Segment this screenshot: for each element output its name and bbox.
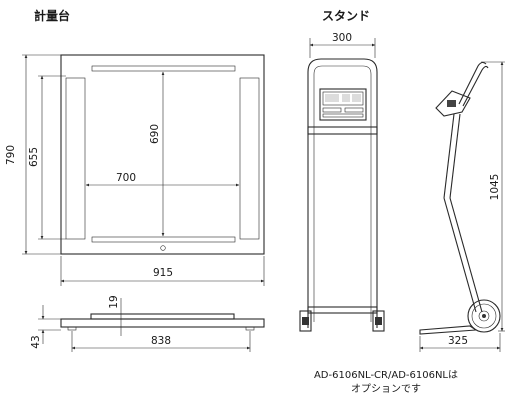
dim-300: 300 <box>309 32 376 58</box>
dim-700: 700 <box>85 172 240 187</box>
option-note-line2: オプションです <box>351 383 421 395</box>
dim-838-label: 838 <box>151 335 171 347</box>
dim-700-label: 700 <box>116 172 136 184</box>
dim-1045-label: 1045 <box>489 174 501 201</box>
dim-43: 43 <box>30 305 61 349</box>
platform-heading: 計量台 <box>34 8 70 23</box>
dim-915-label: 915 <box>153 267 173 279</box>
platform-top-view <box>60 54 265 255</box>
dim-690-label: 690 <box>149 124 161 144</box>
dim-19-label: 19 <box>108 295 120 308</box>
dim-690: 690 <box>149 71 165 237</box>
option-note-line1: AD-6106NL-CR/AD-6106NLは <box>314 369 458 381</box>
dim-43-label: 43 <box>30 335 42 348</box>
dim-915: 915 <box>60 256 265 286</box>
dim-325-label: 325 <box>448 335 468 347</box>
dim-790: 790 <box>5 54 61 255</box>
dim-655: 655 <box>28 75 66 240</box>
stand-side-view <box>419 61 501 335</box>
dim-300-label: 300 <box>332 32 352 44</box>
dim-655-label: 655 <box>28 147 40 167</box>
stand-heading: スタンド <box>322 9 370 23</box>
dim-325: 325 <box>419 333 501 352</box>
dim-1045: 1045 <box>481 61 505 332</box>
dim-790-label: 790 <box>5 145 17 165</box>
platform-side-view <box>60 313 265 331</box>
stand-front-view <box>299 58 385 332</box>
dim-838: 838 <box>71 331 251 352</box>
dim-19: 19 <box>108 295 122 336</box>
